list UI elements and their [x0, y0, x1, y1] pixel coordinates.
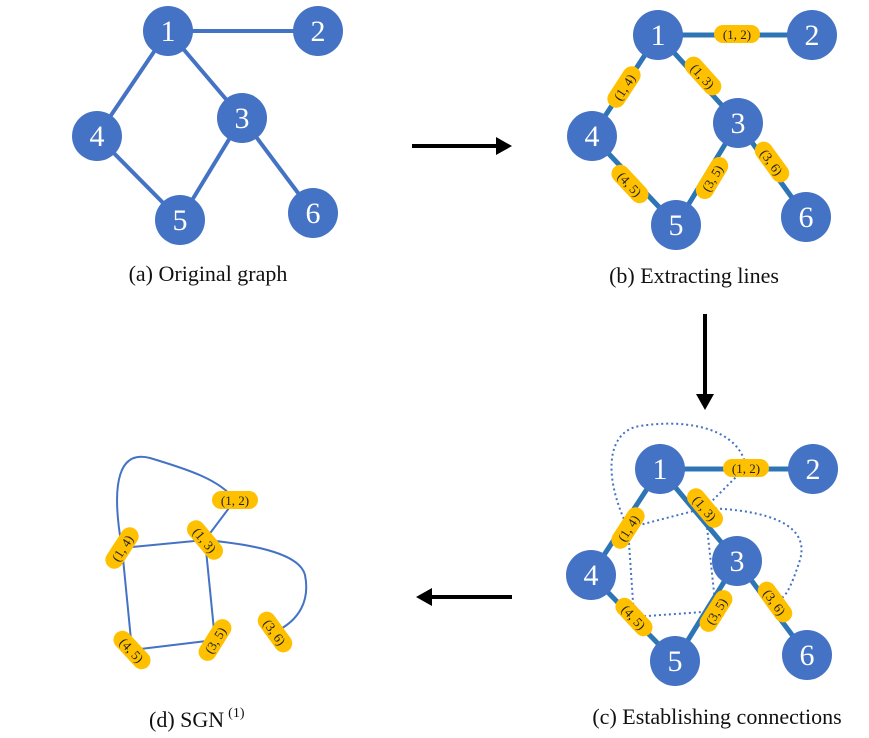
- caption-d-sup: (1): [228, 706, 245, 721]
- graph-node: 5: [650, 636, 700, 686]
- node-label: 6: [799, 201, 814, 234]
- panel-b-pills: (1, 2) (1, 3) (1, 4) (3, 5) (3, 6) (4, 5…: [607, 25, 790, 204]
- panel-d: (1, 2) (1, 3) (1, 4) (3, 5) (3, 6) (4, 5…: [105, 455, 308, 732]
- node-label: 2: [805, 19, 820, 52]
- sgn-link: [116, 455, 236, 549]
- edge-pill: (4, 5): [615, 597, 653, 637]
- graph-node: 2: [787, 10, 837, 60]
- edge-pill: (4, 5): [113, 630, 151, 670]
- edge-pill-label: (1, 2): [221, 493, 249, 508]
- node-label: 2: [311, 15, 326, 48]
- node-label: 3: [730, 545, 745, 578]
- node-label: 5: [173, 204, 188, 237]
- node-label: 3: [235, 102, 250, 135]
- edge-pill: (3, 6): [257, 611, 293, 653]
- graph-node: 3: [712, 536, 762, 586]
- graph-node: 2: [293, 6, 343, 56]
- graph-node: 2: [788, 444, 838, 494]
- graph-node: 5: [651, 200, 701, 250]
- panel-b: (1, 2) (1, 3) (1, 4) (3, 5) (3, 6) (4, 5…: [567, 10, 837, 288]
- edge-pill: (3, 6): [757, 581, 793, 623]
- graph-node: 3: [217, 93, 267, 143]
- caption-b: (b) Extracting lines: [609, 263, 779, 288]
- graph-node: 1: [143, 6, 193, 56]
- node-label: 5: [669, 209, 684, 242]
- sgn-link: [204, 539, 216, 641]
- node-label: 2: [806, 453, 821, 486]
- edge-pill-label: (1, 2): [732, 461, 760, 476]
- node-label: 1: [653, 453, 668, 486]
- edge-pill: (1, 2): [212, 491, 258, 509]
- edge-pill-label: (1, 2): [723, 27, 751, 42]
- node-label: 5: [668, 645, 683, 678]
- edge-pill: (3, 6): [754, 141, 790, 183]
- dotted-link: [633, 610, 717, 618]
- panel-b-nodes: 1 2 3 4 5 6: [567, 10, 837, 250]
- graph-node: 6: [781, 192, 831, 242]
- arrow-left: [416, 588, 512, 606]
- sgn-link: [131, 639, 216, 651]
- arrow-down-head: [696, 394, 714, 410]
- graph-node: 4: [566, 550, 616, 600]
- node-label: 3: [731, 107, 746, 140]
- node-label: 6: [800, 639, 815, 672]
- dotted-link: [627, 507, 706, 529]
- edge-pill: (3, 5): [695, 156, 729, 200]
- panel-c: (1, 2) (1, 3) (1, 4) (3, 5) (3, 6) (4, 5…: [566, 422, 842, 729]
- panel-a-nodes: 1 2 3 4 5 6: [72, 6, 343, 245]
- edge-pill: (4, 5): [611, 164, 649, 204]
- panel-a: 1 2 3 4 5 6 (a) Original graph: [72, 6, 343, 286]
- edge-pill: (1, 2): [723, 459, 769, 477]
- edge-pill: (1, 2): [714, 25, 760, 43]
- edge-pill: (1, 4): [105, 527, 139, 569]
- edge-pill: (1, 3): [187, 520, 223, 560]
- caption-d-main: (d) SGN: [149, 707, 224, 732]
- arrow-left-head: [416, 588, 432, 606]
- edge-pill: (1, 3): [684, 56, 722, 96]
- node-label: 6: [306, 197, 321, 230]
- graph-node: 5: [155, 195, 205, 245]
- panel-d-pills: (1, 2) (1, 3) (1, 4) (3, 5) (3, 6) (4, 5…: [105, 491, 293, 670]
- caption-a: (a) Original graph: [129, 261, 288, 286]
- sgn-link: [121, 547, 133, 651]
- sgn-link: [121, 539, 206, 549]
- panel-c-nodes: 1 2 3 4 5 6: [566, 444, 838, 686]
- graph-node: 3: [713, 98, 763, 148]
- node-label: 1: [651, 19, 666, 52]
- graph-node: 4: [72, 111, 122, 161]
- panel-a-edges: [95, 29, 318, 222]
- panel-c-pills: (1, 2) (1, 3) (1, 4) (3, 5) (3, 6) (4, 5…: [611, 459, 793, 637]
- edge-pill: (1, 4): [611, 507, 645, 549]
- graph-node: 4: [567, 111, 617, 161]
- graph-node: 6: [782, 630, 832, 680]
- edge-pill: (1, 4): [607, 66, 641, 108]
- graph-node: 1: [635, 444, 685, 494]
- caption-d: (d) SGN (1): [149, 706, 245, 732]
- node-label: 4: [90, 120, 105, 153]
- graph-node: 6: [288, 188, 338, 238]
- caption-c: (c) Establishing connections: [592, 704, 841, 729]
- node-label: 4: [585, 120, 600, 153]
- sgn-link: [204, 539, 308, 633]
- node-label: 1: [161, 15, 176, 48]
- edge-pill: (3, 5): [198, 619, 232, 661]
- arrow-down: [696, 314, 714, 410]
- arrow-right: [412, 137, 512, 155]
- arrow-right-head: [496, 137, 512, 155]
- graph-node: 1: [633, 10, 683, 60]
- dotted-link: [610, 422, 747, 529]
- node-label: 4: [584, 559, 599, 592]
